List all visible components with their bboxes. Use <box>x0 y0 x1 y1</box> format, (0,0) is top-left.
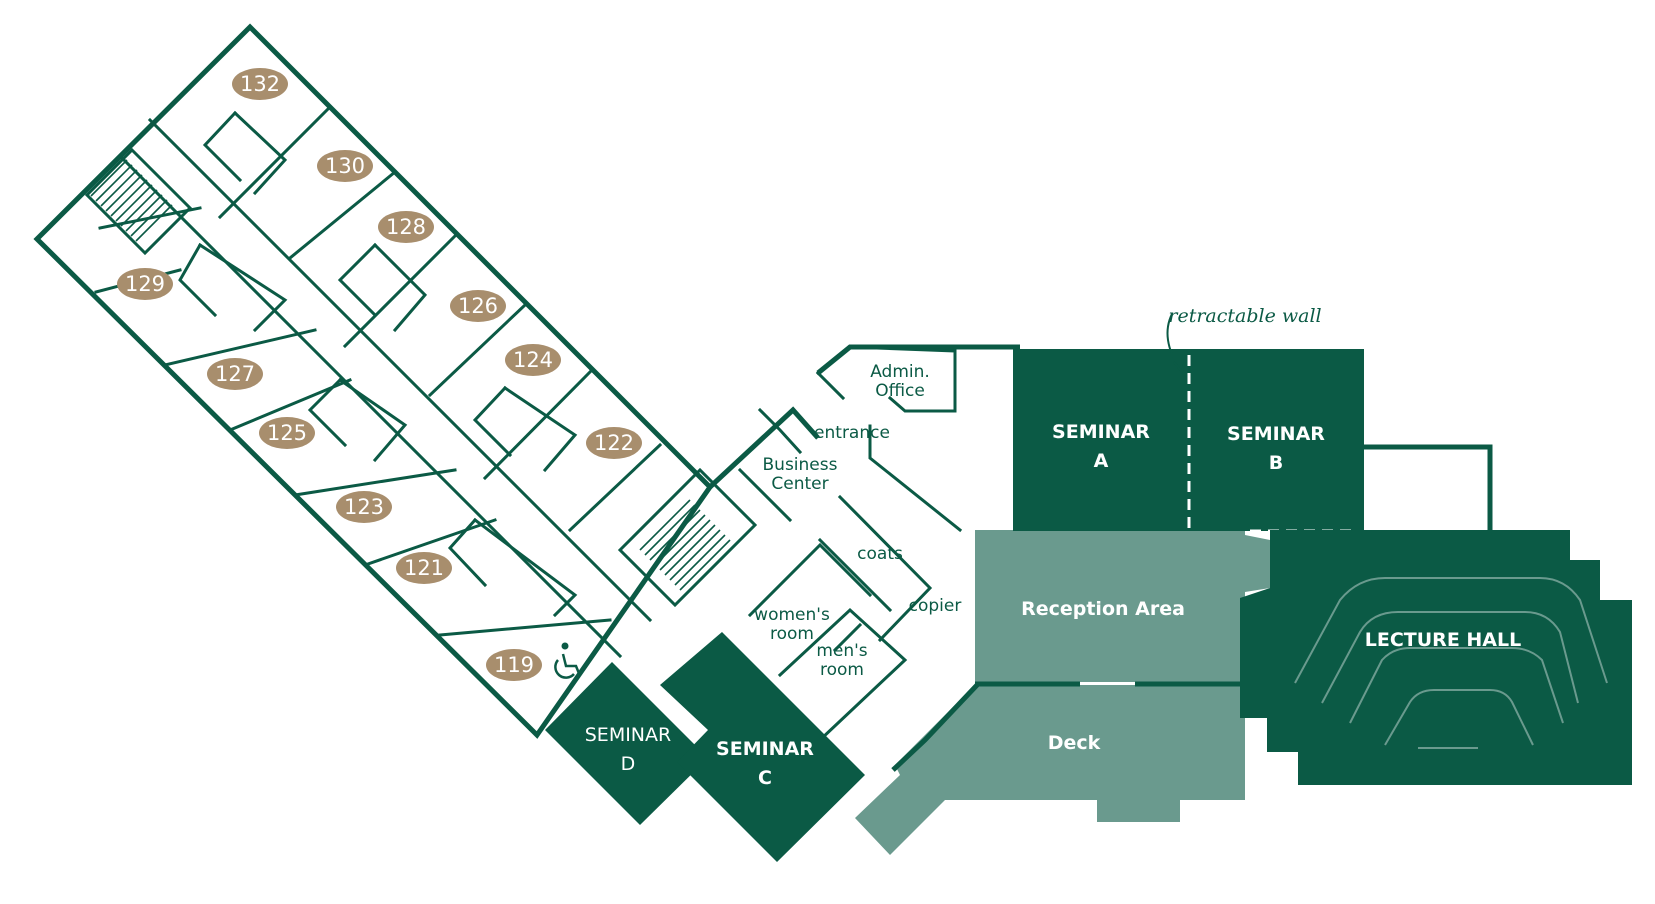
room-number: 128 <box>386 215 426 239</box>
seminar-d-room[interactable] <box>545 662 708 825</box>
room-badge[interactable]: 127 <box>207 358 263 390</box>
room-badge[interactable]: 129 <box>117 268 173 300</box>
room-badge[interactable]: 132 <box>232 68 288 100</box>
room-badge[interactable]: 121 <box>396 552 452 584</box>
room-badge[interactable]: 125 <box>259 417 315 449</box>
womens-room-label: women's <box>754 605 830 625</box>
room-number: 123 <box>344 495 384 519</box>
coats-label: coats <box>857 544 903 564</box>
business-center-label: Center <box>771 474 828 494</box>
retractable-wall-label: retractable wall <box>1168 305 1321 327</box>
room-number: 127 <box>215 362 255 386</box>
seminar-a-label: SEMINAR <box>1052 421 1150 443</box>
seminar-b-room[interactable] <box>1189 349 1364 531</box>
west-wing-outline <box>33 23 714 739</box>
room-badge[interactable]: 122 <box>586 427 642 459</box>
seminar-b-label: SEMINAR <box>1227 423 1325 445</box>
room-badge[interactable]: 123 <box>336 491 392 523</box>
room-number: 132 <box>240 72 280 96</box>
seminar-a-room[interactable] <box>1013 349 1189 531</box>
room-badge[interactable]: 130 <box>317 150 373 182</box>
lobby <box>617 344 1020 743</box>
reception-area-room[interactable] <box>975 525 1270 682</box>
admin-office-label: Office <box>875 381 925 401</box>
room-badge[interactable]: 119 <box>486 649 542 681</box>
stairs-icon <box>617 467 758 608</box>
room-badges: 132 130 128 126 124 122 129 127 125 123 … <box>117 68 642 681</box>
reception-area-label: Reception Area <box>1021 598 1185 620</box>
womens-room-label: room <box>770 624 814 644</box>
mens-room-label: men's <box>816 641 867 661</box>
stairs-icon <box>84 147 193 256</box>
deck-label: Deck <box>1048 732 1101 754</box>
room-number: 126 <box>458 294 498 318</box>
admin-office-label: Admin. <box>870 362 930 382</box>
room-badge[interactable]: 124 <box>505 344 561 376</box>
room-number: 121 <box>404 556 444 580</box>
room-number: 122 <box>594 431 634 455</box>
business-center-label: Business <box>763 455 838 475</box>
copier-label: copier <box>909 596 962 616</box>
seminar-d-label: SEMINAR <box>585 724 671 746</box>
room-number: 130 <box>325 154 365 178</box>
lecture-hall-seating <box>1294 577 1608 749</box>
room-number: 124 <box>513 348 553 372</box>
room-badge[interactable]: 128 <box>378 211 434 243</box>
seminar-a-label: A <box>1094 450 1109 472</box>
seminar-c-label: SEMINAR <box>716 738 814 760</box>
entrance-label: entrance <box>814 423 890 443</box>
west-wing <box>33 23 714 739</box>
wheelchair-icon <box>554 642 582 679</box>
seminar-c-label: C <box>758 767 772 789</box>
seminar-d-label: D <box>621 753 636 775</box>
deck-area[interactable] <box>855 685 1245 855</box>
mens-room-label: room <box>820 660 864 680</box>
lecture-hall-room[interactable] <box>1240 530 1632 785</box>
room-number: 125 <box>267 421 307 445</box>
lecture-hall-label: LECTURE HALL <box>1365 629 1521 651</box>
seminar-c-room[interactable] <box>660 632 865 862</box>
room-number: 129 <box>125 272 165 296</box>
room-badge[interactable]: 126 <box>450 290 506 322</box>
room-number: 119 <box>494 653 534 677</box>
seminar-b-label: B <box>1269 452 1283 474</box>
